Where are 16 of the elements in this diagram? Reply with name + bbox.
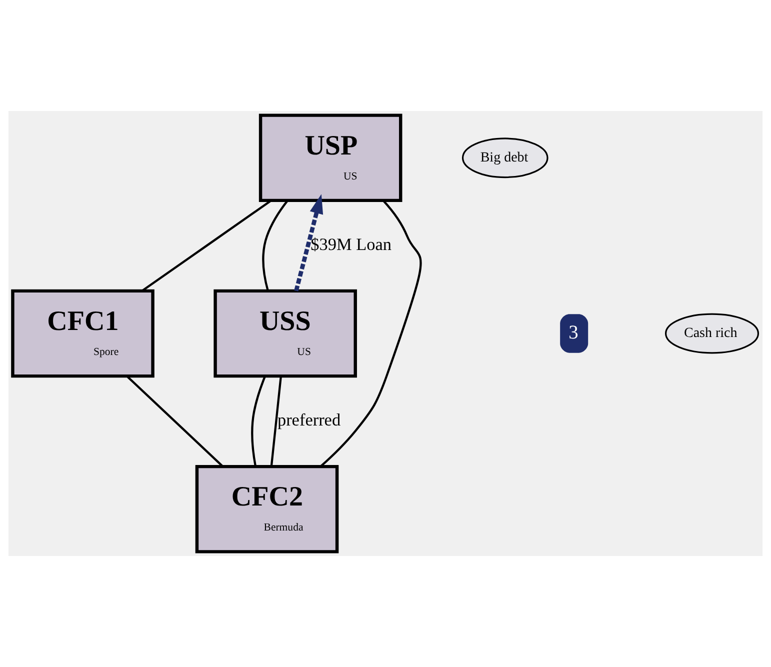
node-ellipse: Big debt (462, 138, 548, 178)
connector (262, 200, 288, 292)
connector (141, 200, 272, 292)
node-box: USP US (258, 114, 402, 202)
label: 3 (568, 322, 578, 344)
node-box: CFC1 Spore (11, 289, 154, 378)
connector (270, 376, 282, 467)
connector (320, 200, 422, 468)
edge-label: preferred (277, 410, 341, 430)
connector (251, 376, 266, 466)
node-ellipse: Cash rich (664, 313, 760, 354)
edge-label: $39M Loan (310, 234, 392, 254)
arrow (294, 194, 324, 292)
node-box: USS US (214, 289, 357, 378)
node-box: CFC2 Bermuda (195, 464, 339, 554)
connector (126, 375, 224, 468)
